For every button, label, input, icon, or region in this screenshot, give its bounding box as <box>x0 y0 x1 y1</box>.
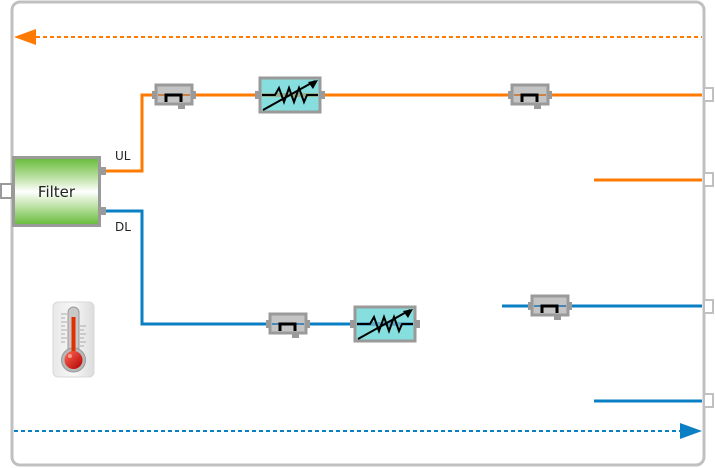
downlink-variable-attenuator[interactable] <box>350 305 420 343</box>
filter-ul-port <box>100 167 106 175</box>
uplink-wires <box>104 93 702 182</box>
arrow-right-icon <box>680 423 702 439</box>
switch-icon <box>164 93 183 102</box>
downlink-forward-arrow <box>14 423 702 439</box>
downlink-label: DL <box>115 220 131 234</box>
filter-dl-port <box>100 207 106 215</box>
enclosure-frame <box>10 0 706 467</box>
downlink-switch-2[interactable] <box>528 294 572 320</box>
port-input-left[interactable] <box>0 183 13 199</box>
filter-block[interactable]: Filter <box>12 156 101 227</box>
downlink-switch-1[interactable] <box>266 312 310 338</box>
thermometer-icon[interactable] <box>52 301 95 378</box>
switch-icon <box>520 93 539 102</box>
uplink-variable-attenuator[interactable] <box>255 76 325 114</box>
port-out-4[interactable] <box>703 393 714 408</box>
output-ports <box>703 87 714 408</box>
port-out-3[interactable] <box>703 299 714 314</box>
uplink-switch-1[interactable] <box>152 83 196 109</box>
arrow-left-icon <box>14 29 36 45</box>
arrow-icon <box>403 309 413 318</box>
filter-label: Filter <box>37 182 76 201</box>
switch-icon <box>540 304 559 313</box>
port-out-2[interactable] <box>703 172 714 187</box>
arrow-icon <box>308 80 318 89</box>
port-out-1[interactable] <box>703 87 714 102</box>
uplink-return-arrow <box>14 29 702 45</box>
switch-icon <box>278 322 297 331</box>
uplink-switch-2[interactable] <box>508 83 552 109</box>
uplink-label: UL <box>115 149 131 163</box>
